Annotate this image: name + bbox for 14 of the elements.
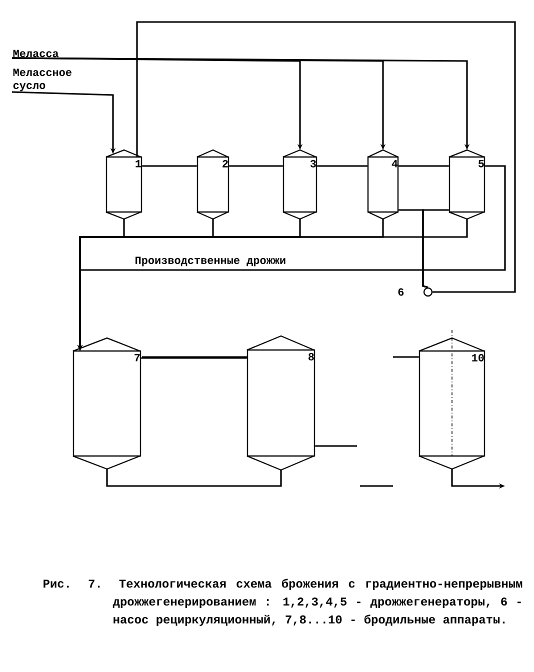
- fermenter: 7: [72, 337, 142, 470]
- fermenter: 10: [418, 330, 486, 470]
- yeast-generator: 2: [196, 149, 230, 220]
- edge-label: Производственные дрожжи: [134, 256, 288, 268]
- yeast-generator: 4: [367, 149, 399, 220]
- inlet-label: Меласса: [13, 50, 59, 58]
- pump-symbol: [423, 287, 433, 297]
- yeast-generator: 3: [282, 149, 318, 220]
- inlet-label: Мелассное сусло: [13, 68, 72, 92]
- yeast-generator: 1: [106, 149, 142, 220]
- caption: Рис. 7. Технологическая схема брожения с градиентно-непрерывным дрожжегенерированием : 1,2,3,4,5 - дрожжегенераторы, 6 - насос рециркуляционный, 7,8...10 - бродильные аппараты.: [44, 578, 522, 626]
- yeast-generator: 5: [448, 149, 486, 220]
- pump-number: 6: [398, 288, 404, 296]
- fermenter: 8: [246, 335, 316, 471]
